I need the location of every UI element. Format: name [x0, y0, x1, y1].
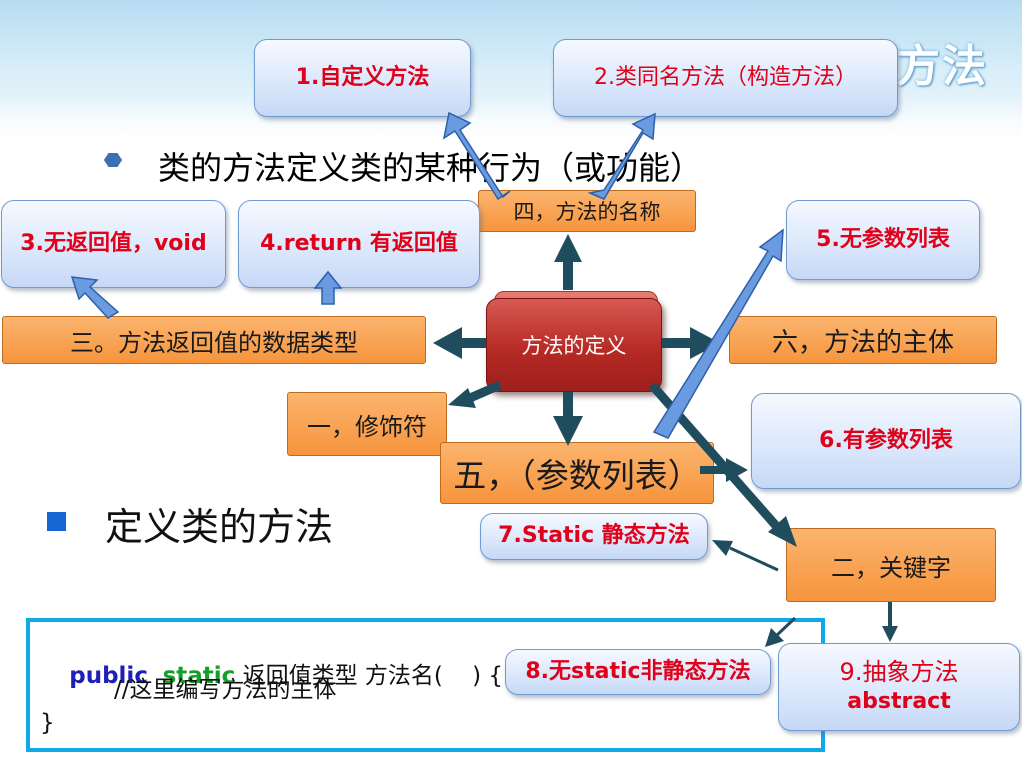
node-custom-method: 1.自定义方法 [254, 39, 471, 117]
node-non-static-method: 8.无static非静态方法 [505, 649, 771, 695]
arrow-return-to-no-return [70, 276, 120, 319]
node-method-body: 六，方法的主体 [729, 316, 997, 364]
node-param-list: 五，（参数列表） [440, 442, 714, 504]
arrow-to-method-body [662, 327, 720, 359]
arrow-params-to-no-params [652, 228, 784, 439]
node-has-return: 4.return 有返回值 [238, 200, 480, 288]
code-snippet-box: public static 返回值类型 方法名( ) { //这里编写方法的主体… [26, 618, 825, 752]
abstract-label-line1: 9.抽象方法 [839, 658, 959, 687]
arrow-to-return-type [433, 327, 486, 359]
arrow-name-to-custom [442, 111, 511, 201]
node-static-method: 7.Static 静态方法 [480, 513, 708, 560]
node-abstract-method: 9.抽象方法 abstract [778, 643, 1020, 731]
arrow-name-to-constructor [587, 112, 656, 200]
arrow-params-to-has-params [700, 458, 748, 482]
arrow-keyword-to-static [712, 540, 779, 572]
center-node-method-definition: 方法的定义 [486, 298, 662, 392]
arrow-keyword-to-non-static [765, 616, 797, 647]
square-bullet-icon [47, 512, 66, 531]
arrow-to-modifier [448, 380, 502, 408]
bullet-text-define-method: 定义类的方法 [105, 505, 334, 549]
code-keyword-public: public [69, 663, 148, 689]
node-constructor-method: 2.类同名方法（构造方法） [553, 39, 898, 117]
node-modifier: 一，修饰符 [287, 392, 447, 456]
code-line3: } [40, 710, 55, 736]
arrow-return-to-has-return [313, 270, 343, 305]
hexagon-bullet-icon [104, 153, 122, 167]
arrow-to-param-list [553, 392, 583, 446]
abstract-label-line2: abstract [847, 689, 951, 715]
arrow-to-method-name [554, 234, 582, 290]
node-no-return-void: 3.无返回值，void [1, 200, 226, 288]
arrow-keyword-to-abstract [882, 602, 898, 642]
node-return-type: 三。方法返回值的数据类型 [2, 316, 426, 364]
slide-title-fragment: 方法 [896, 41, 988, 92]
node-has-params: 6.有参数列表 [751, 393, 1021, 489]
code-line1-rest: 返回值类型 方法名( ) { [235, 663, 504, 689]
node-no-params: 5.无参数列表 [786, 200, 980, 280]
node-method-name: 四，方法的名称 [478, 190, 696, 232]
node-keyword: 二，关键字 [786, 528, 996, 602]
code-line2: //这里编写方法的主体 [114, 677, 337, 703]
code-keyword-static: static [162, 663, 236, 689]
